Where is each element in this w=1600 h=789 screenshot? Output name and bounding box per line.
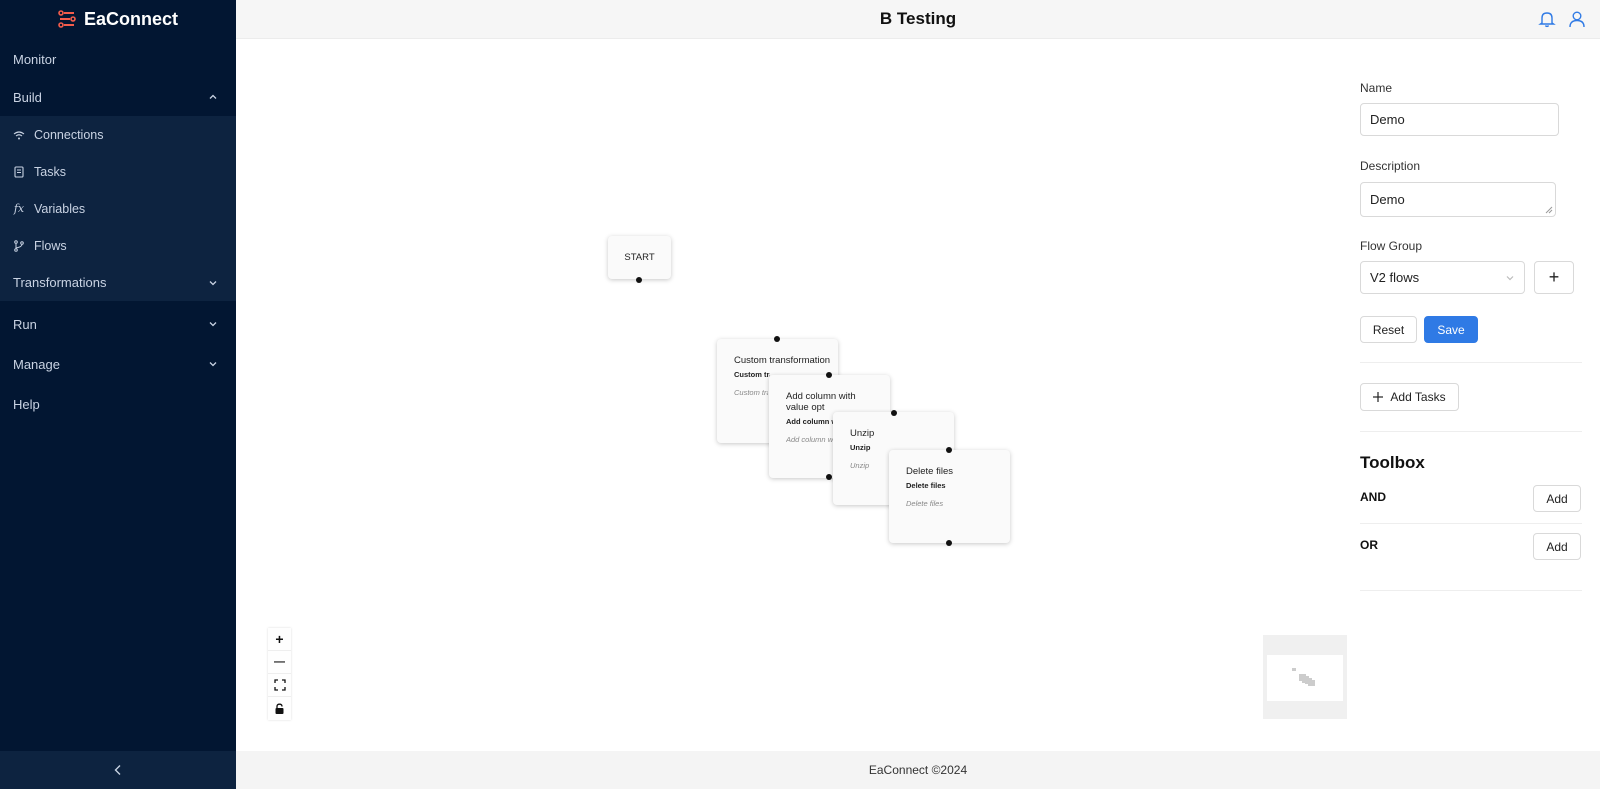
divider (1360, 590, 1582, 591)
lock-button[interactable] (268, 697, 291, 720)
footer-copyright: EaConnect ©2024 (868, 763, 968, 777)
sidebar-item-label: Variables (34, 201, 86, 216)
node-subtitle: Delete files (906, 481, 946, 490)
build-submenu: Connections Tasks fx Variables Flows Tra… (0, 116, 236, 301)
brand[interactable]: EaConnect (0, 0, 236, 38)
reset-button[interactable]: Reset (1360, 316, 1417, 343)
node-subtitle: Custom transformation (734, 370, 770, 379)
nav-manage-label: Manage (13, 356, 60, 372)
add-tasks-button[interactable]: Add Tasks (1360, 383, 1459, 411)
task-node-delete-files[interactable]: Delete files Delete files Delete files (889, 450, 1010, 543)
page-title: B Testing (879, 9, 957, 28)
nav-transformations-label: Transformations (13, 275, 107, 290)
nav-help-label: Help (13, 396, 40, 412)
node-output-handle[interactable] (826, 474, 832, 480)
toolbox-title: Toolbox (1360, 453, 1425, 472)
nav-run[interactable]: Run (0, 305, 236, 343)
minimap-nodes (1292, 668, 1315, 686)
zoom-in-button[interactable]: + (268, 628, 291, 651)
add-tasks-label: Add Tasks (1390, 390, 1446, 404)
minimap-viewport (1267, 655, 1343, 701)
chevron-left-icon (114, 765, 121, 775)
wifi-icon (13, 129, 25, 141)
node-input-handle[interactable] (946, 447, 952, 453)
divider (1360, 431, 1582, 432)
flow-group-label: Flow Group (1360, 239, 1423, 253)
node-title: Unzip (850, 428, 875, 439)
sidebar-item-label: Flows (34, 238, 67, 253)
nav-build[interactable]: Build (0, 78, 236, 116)
node-input-handle[interactable] (826, 372, 832, 378)
brand-logo-icon (58, 10, 76, 28)
flow-group-select[interactable]: V2 flows (1360, 261, 1525, 294)
sidebar-item-flows[interactable]: Flows (0, 227, 236, 264)
add-flow-group-button[interactable]: + (1534, 261, 1574, 294)
chevron-down-icon (209, 280, 217, 285)
divider (1360, 523, 1582, 524)
sidebar-item-tasks[interactable]: Tasks (0, 153, 236, 190)
flow-group-value: V2 flows (1370, 270, 1420, 285)
name-input[interactable]: Demo (1360, 103, 1559, 136)
add-and-button[interactable]: Add (1533, 485, 1581, 512)
user-icon[interactable] (1568, 10, 1586, 28)
name-label: Name (1360, 81, 1393, 95)
nav-monitor[interactable]: Monitor (0, 40, 236, 78)
node-title: Delete files (906, 466, 953, 477)
nav-build-label: Build (13, 89, 42, 105)
bell-icon[interactable] (1538, 10, 1556, 28)
brand-name: EaConnect (83, 8, 179, 29)
sidebar: EaConnect Monitor Build Connections Task… (0, 0, 236, 789)
sidebar-item-connections[interactable]: Connections (0, 116, 236, 153)
start-output-handle[interactable] (636, 277, 642, 283)
node-input-handle[interactable] (774, 336, 780, 342)
node-input-handle[interactable] (891, 410, 897, 416)
chevron-down-icon (209, 362, 217, 367)
fit-view-button[interactable] (268, 674, 291, 697)
node-title: Add column with value opt (786, 391, 856, 413)
sidebar-item-label: Tasks (34, 164, 66, 179)
footer: EaConnect ©2024 (236, 751, 1600, 789)
lock-icon (275, 703, 284, 714)
zoom-out-button[interactable]: — (268, 651, 291, 674)
fit-view-icon (273, 679, 286, 691)
nav-run-label: Run (13, 316, 37, 332)
start-node[interactable]: START (608, 236, 671, 279)
nav-transformations[interactable]: Transformations (0, 264, 236, 301)
minimap[interactable] (1263, 635, 1347, 719)
toolbox-item-or-label: OR (1360, 538, 1378, 552)
node-description: Add column with value opt (786, 435, 834, 444)
node-description: Unzip (850, 461, 870, 470)
node-description: Delete files (906, 499, 944, 508)
plus-icon (1373, 392, 1384, 402)
chevron-down-icon (1506, 275, 1514, 280)
function-icon: fx (13, 202, 25, 215)
sidebar-collapse-button[interactable] (0, 751, 236, 789)
node-description: Custom transformation (734, 388, 768, 397)
divider (1360, 362, 1582, 363)
node-subtitle: Unzip (850, 443, 871, 452)
canvas-controls: + — (268, 628, 291, 720)
nav-monitor-label: Monitor (13, 51, 57, 67)
resize-handle-icon[interactable] (1545, 206, 1553, 214)
name-input-value: Demo (1370, 112, 1405, 127)
chevron-up-icon (209, 94, 217, 99)
branch-icon (13, 239, 25, 252)
description-value: Demo (1370, 192, 1405, 207)
nav-manage[interactable]: Manage (0, 343, 236, 385)
add-or-button[interactable]: Add (1533, 533, 1581, 560)
node-output-handle[interactable] (946, 540, 952, 546)
save-button[interactable]: Save (1424, 316, 1478, 343)
node-subtitle: Add column with value opt (786, 417, 836, 426)
description-textarea[interactable]: Demo (1360, 182, 1556, 217)
task-list-icon (13, 165, 25, 178)
top-header: B Testing (236, 0, 1600, 39)
nav-help[interactable]: Help (0, 385, 236, 423)
start-node-label: START (624, 252, 655, 263)
chevron-down-icon (209, 322, 217, 327)
node-title: Custom transformation (734, 355, 831, 366)
sidebar-item-variables[interactable]: fx Variables (0, 190, 236, 227)
sidebar-item-label: Connections (34, 127, 104, 142)
toolbox-item-and-label: AND (1360, 490, 1386, 504)
description-label: Description (1360, 159, 1421, 173)
